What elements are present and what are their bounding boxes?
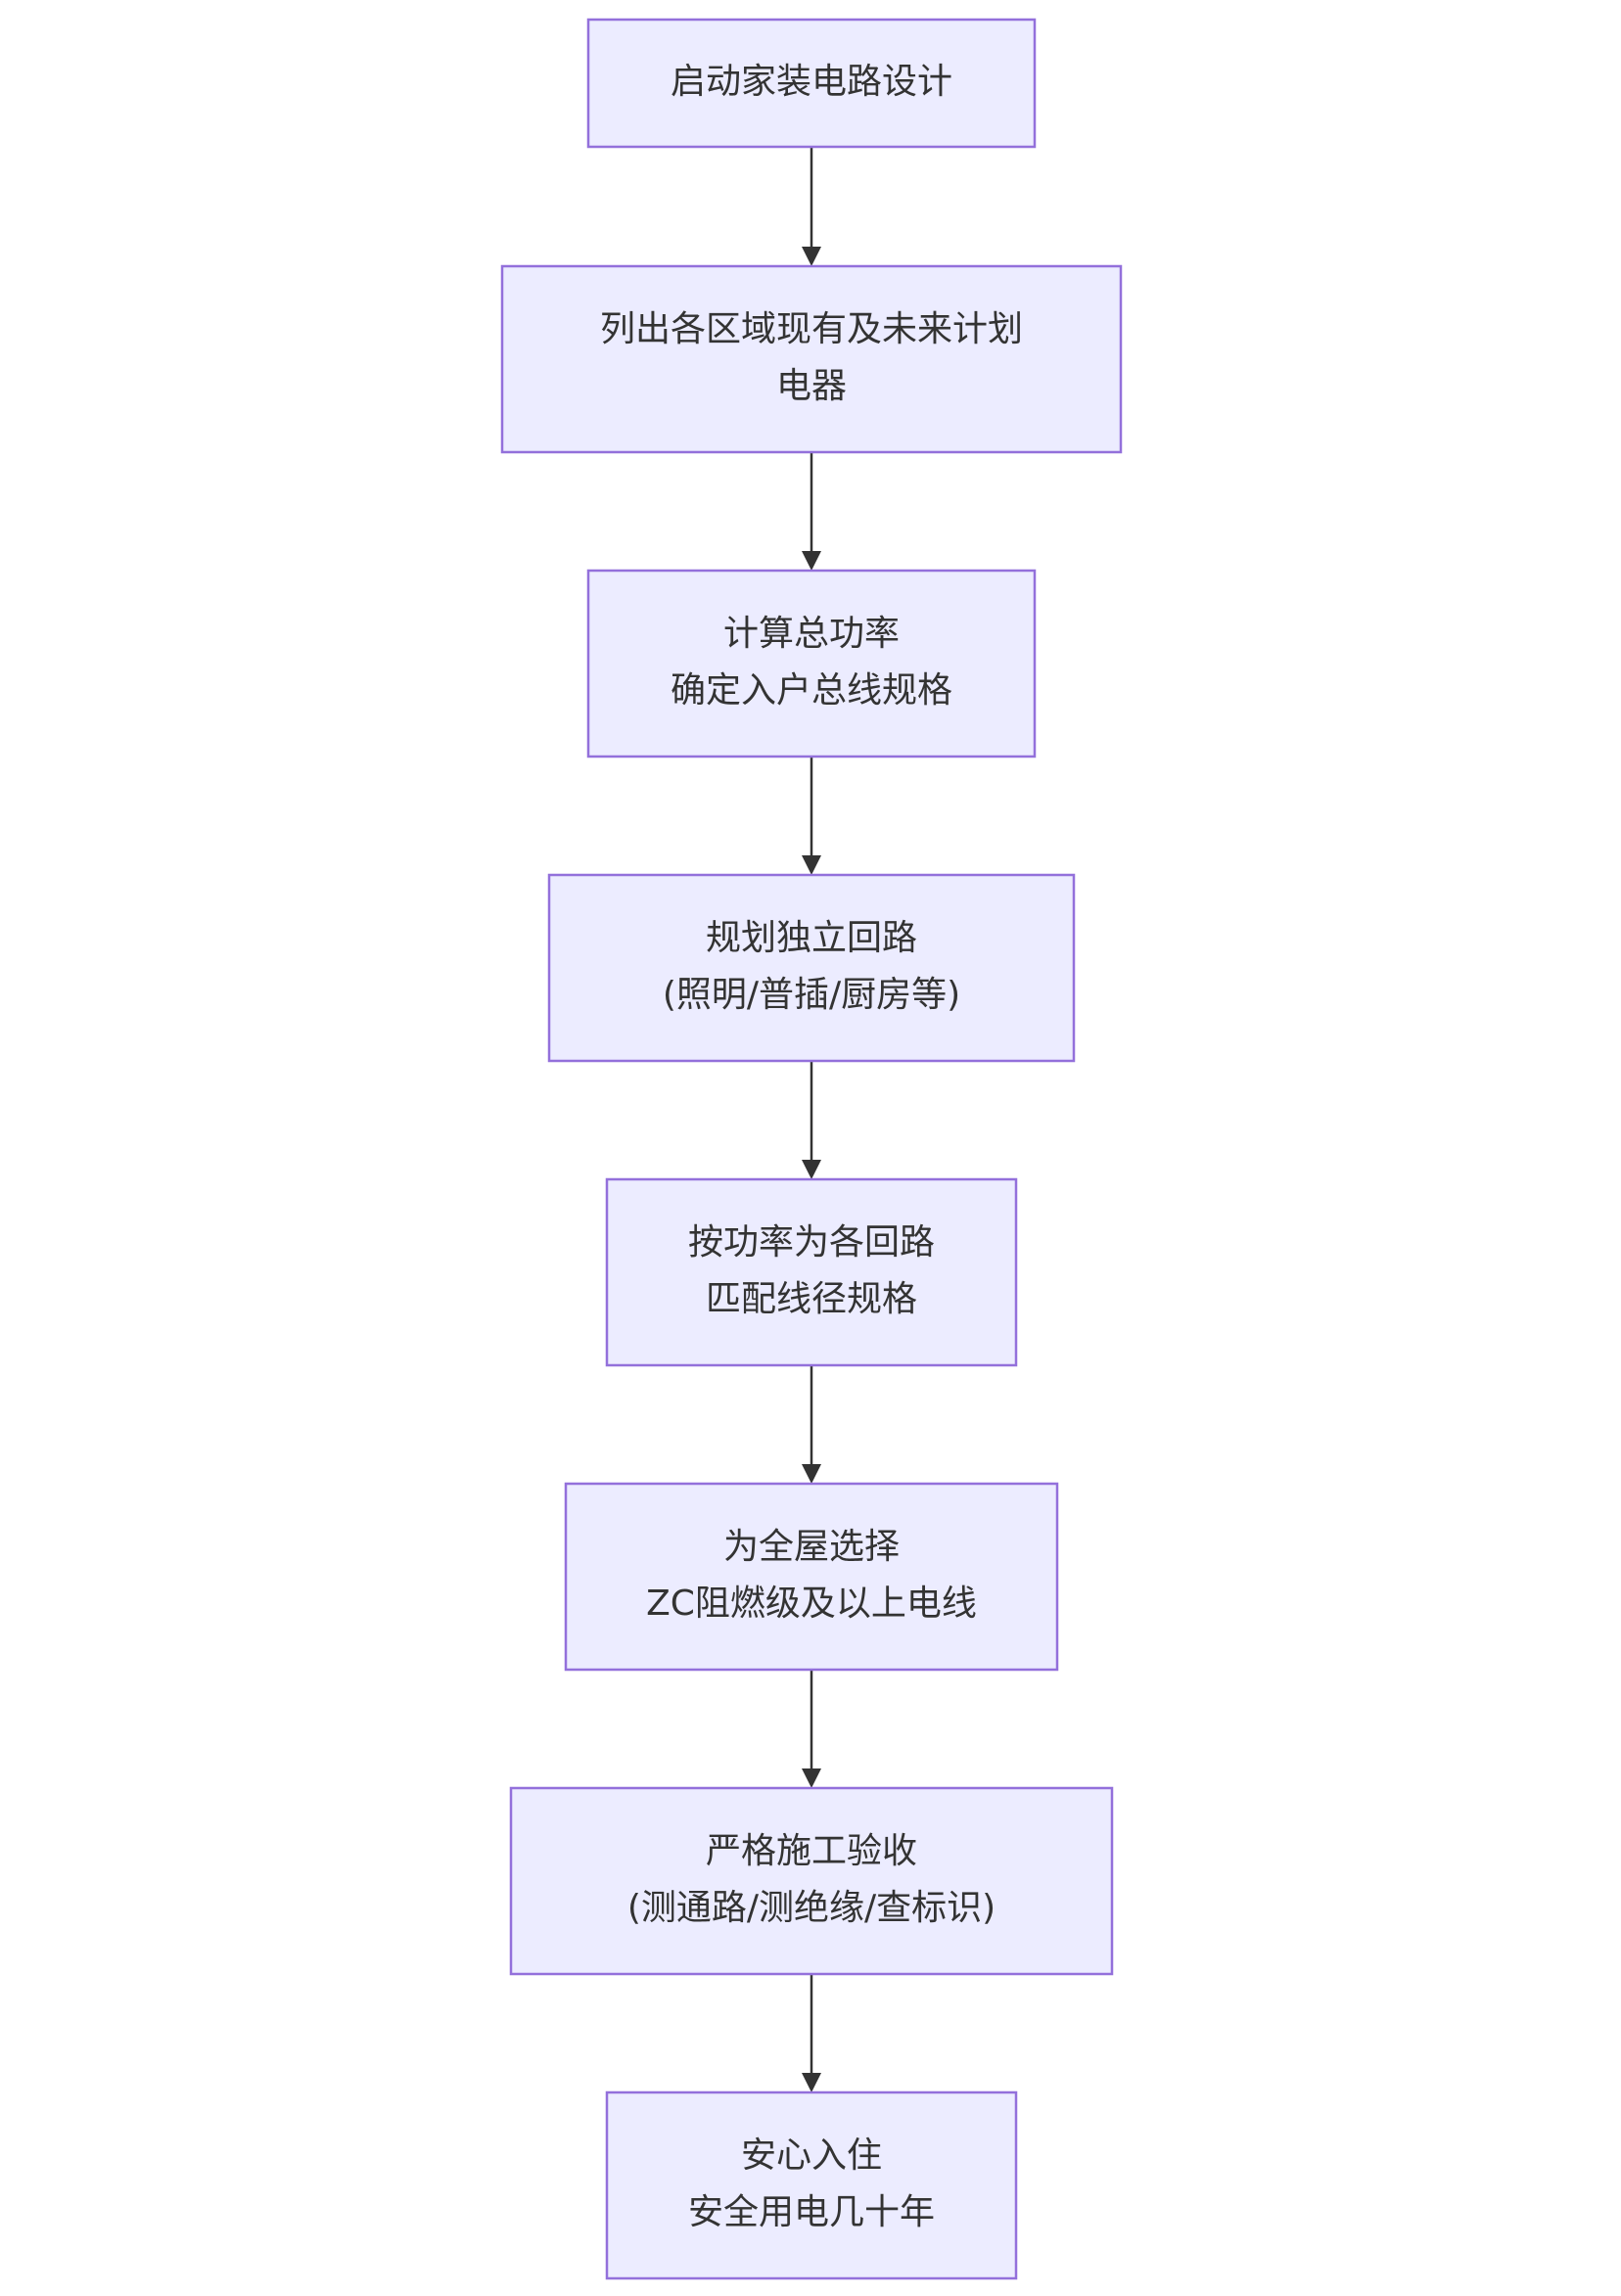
edges-layer <box>802 147 821 2092</box>
flow-edge-fire-rating-to-acceptance <box>802 1670 821 1788</box>
flow-edge-wire-gauge-to-fire-rating <box>802 1365 821 1484</box>
node-box <box>500 264 1123 454</box>
flow-node-fire-rating: 为全屋选择 ZC阻燃级及以上电线 <box>564 1482 1059 1672</box>
node-label-line: 列出各区域现有及未来计划 <box>600 309 1023 349</box>
flow-edge-list-appliances-to-total-power <box>802 452 821 571</box>
arrow-head-icon <box>802 1464 821 1484</box>
node-label-line: 计算总功率 <box>723 614 900 654</box>
arrow-head-icon <box>802 1768 821 1788</box>
node-label-line: 安心入住 <box>741 2135 882 2176</box>
flow-edge-circuits-to-wire-gauge <box>802 1061 821 1179</box>
node-label-line: 安全用电几十年 <box>688 2192 935 2232</box>
node-label-line: 匹配线径规格 <box>706 1279 917 1319</box>
arrow-head-icon <box>802 1160 821 1179</box>
node-box <box>509 1786 1114 1976</box>
flow-node-acceptance: 严格施工验收 (测通路/测绝缘/查标识) <box>509 1786 1114 1976</box>
node-label-line: (测通路/测绝缘/查标识) <box>627 1888 996 1928</box>
flow-node-start: 启动家装电路设计 <box>586 18 1037 149</box>
arrow-head-icon <box>802 247 821 266</box>
node-label-line: 按功率为各回路 <box>688 1222 935 1263</box>
node-label-line: 启动家装电路设计 <box>671 62 952 102</box>
node-box <box>547 873 1076 1063</box>
flow-edge-start-to-list-appliances <box>802 147 821 266</box>
node-label-line: 规划独立回路 <box>706 918 917 958</box>
flow-edge-total-power-to-circuits <box>802 757 821 875</box>
flow-edge-acceptance-to-move-in <box>802 1974 821 2092</box>
node-label-line: ZC阻燃级及以上电线 <box>646 1584 977 1624</box>
arrow-head-icon <box>802 2073 821 2092</box>
flow-node-circuits: 规划独立回路 (照明/普插/厨房等) <box>547 873 1076 1063</box>
node-box <box>586 18 1037 149</box>
node-label-line: 严格施工验收 <box>706 1831 917 1871</box>
nodes-layer: 启动家装电路设计列出各区域现有及未来计划电器计算总功率确定入户总线规格规划独立回… <box>500 18 1123 2280</box>
node-label-line: (照明/普插/厨房等) <box>663 975 960 1015</box>
node-label-line: 电器 <box>776 366 847 406</box>
node-box <box>605 2090 1018 2280</box>
node-box <box>564 1482 1059 1672</box>
node-label-line: 为全屋选择 <box>723 1527 900 1567</box>
arrow-head-icon <box>802 855 821 875</box>
arrow-head-icon <box>802 551 821 571</box>
node-box <box>605 1177 1018 1367</box>
node-label-line: 确定入户总线规格 <box>671 670 952 711</box>
node-box <box>586 569 1037 758</box>
